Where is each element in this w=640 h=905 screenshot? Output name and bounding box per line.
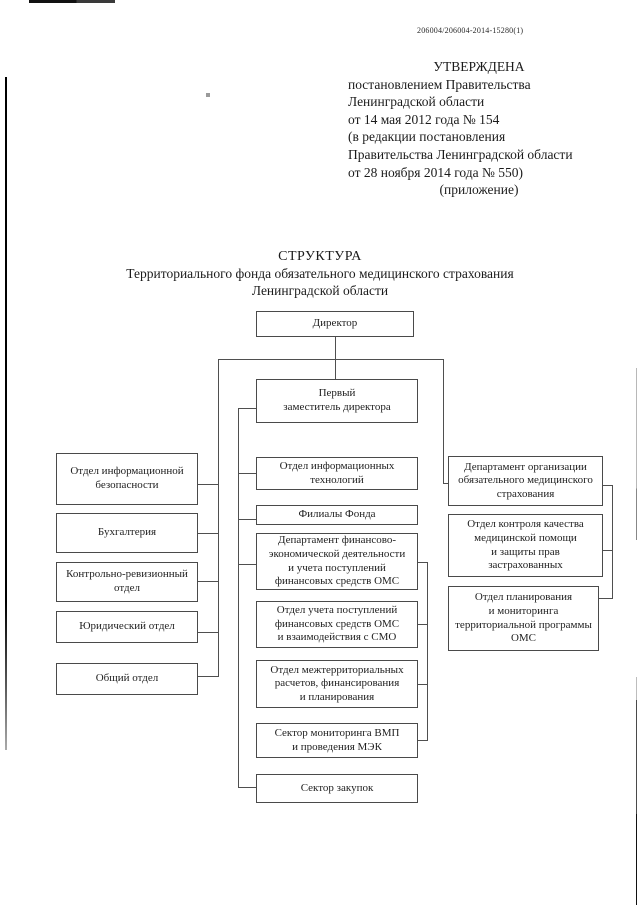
connector-stub-planning [599,598,612,599]
org-box-it-dept: Отдел информационных технологий [256,457,418,490]
scan-artifact-dot [206,93,210,97]
scan-artifact-right-line-lower [636,677,637,905]
org-box-info-security-dept: Отдел информационной безопасности [56,453,198,505]
org-box-label: Департамент финансово- экономической дея… [268,534,406,588]
approval-line: УТВЕРЖДЕНА [433,59,525,74]
org-box-label: Отдел планирования и мониторинга террито… [455,591,592,645]
org-box-receipts-accounting-dept: Отдел учета поступлений финансовых средс… [256,601,418,648]
org-box-label: Филиалы Фонда [298,508,376,521]
org-box-label: Первый заместитель директора [283,387,391,413]
title-line: Территориального фонда обязательного мед… [126,266,514,281]
connector-stub-oms-dept-right [603,485,612,486]
org-box-label: Сектор мониторинга ВМП и проведения МЭК [274,726,400,753]
connector-stub-monitoring-sector [418,740,427,741]
connector-right-vertical [443,359,444,484]
org-box-interterritorial-dept: Отдел межтерриториальных расчетов, финан… [256,660,418,708]
org-box-label: Бухгалтерия [97,526,157,539]
org-box-planning-monitoring-dept: Отдел планирования и мониторинга террито… [448,586,599,651]
connector-left-vertical [218,359,219,677]
org-box-label: Директор [312,317,358,330]
org-box-label: Отдел контроля качества медицинской помо… [467,518,584,572]
org-box-procurement-sector: Сектор закупок [256,774,418,803]
org-box-oms-organization-dept: Департамент организации обязательного ме… [448,456,603,506]
org-box-legal-dept: Юридический отдел [56,611,198,643]
connector-oms-sub-vertical [612,485,613,599]
org-box-general-dept: Общий отдел [56,663,198,695]
org-box-label: Общий отдел [95,672,159,685]
connector-stub-info-security [198,484,218,485]
title-line: СТРУКТУРА [278,249,362,264]
approval-line: от 28 ноября 2014 года № 550) [348,164,524,180]
connector-stub-branches [238,519,256,520]
org-box-fund-branches: Филиалы Фонда [256,505,418,525]
connector-stub-audit [198,581,218,582]
approval-line: Ленинградской области [348,94,485,110]
org-box-quality-control-dept: Отдел контроля качества медицинской помо… [448,514,603,577]
org-box-label: Отдел учета поступлений финансовых средс… [274,604,400,644]
connector-stub-finance-dept [238,564,256,565]
connector-stub-first-deputy [238,408,256,409]
title-line: Ленинградской области [251,283,389,298]
connector-finance-sub-vertical [427,562,428,741]
org-box-label: Отдел информационной безопасности [70,465,184,491]
connector-stub-accounting [198,533,218,534]
scan-artifact-right-line-upper [636,368,637,540]
scan-artifact-left-border [5,77,7,750]
approval-line: (в редакции постановления [348,129,506,145]
approval-stamp: УТВЕРЖДЕНА постановлением Правительства … [348,58,610,199]
org-box-label: Департамент организации обязательного ме… [458,460,593,500]
org-box-control-audit-dept: Контрольно-ревизионный отдел [56,562,198,602]
approval-line: постановлением Правительства [348,76,531,92]
org-box-director: Директор [256,311,414,337]
doc-number: 206004/206004-2014-15280(1) [417,26,524,35]
approval-line: Правительства Ленинградской области [348,146,573,162]
connector-stub-legal [198,632,218,633]
connector-director-down [335,337,336,379]
org-box-label: Контрольно-ревизионный отдел [66,568,188,594]
org-box-first-deputy-director: Первый заместитель директора [256,379,418,423]
org-box-label: Отдел информационных технологий [279,459,395,486]
org-box-finance-economic-dept: Департамент финансово- экономической дея… [256,533,418,590]
approval-line: (приложение) [439,182,519,198]
connector-stub-oms-dept-left [443,483,448,484]
connector-middle-vertical [238,408,239,788]
org-box-label: Отдел межтерриториальных расчетов, финан… [270,663,404,703]
page-title: СТРУКТУРА Территориального фонда обязате… [0,248,640,299]
scan-artifact-top-line [29,0,115,3]
org-box-accounting: Бухгалтерия [56,513,198,553]
connector-stub-it [238,473,256,474]
org-box-label: Юридический отдел [79,620,175,633]
connector-stub-procurement [238,787,257,788]
connector-stub-general [198,676,218,677]
connector-top-horizontal [218,359,444,360]
org-box-vmp-monitoring-sector: Сектор мониторинга ВМП и проведения МЭК [256,723,418,758]
connector-stub-interterritorial [418,684,427,685]
connector-stub-quality-control [603,550,612,551]
org-box-label: Сектор закупок [300,781,374,794]
connector-stub-finance-dept-right [418,562,427,563]
connector-stub-receipts [418,624,427,625]
approval-line: от 14 мая 2012 года № 154 [348,111,500,127]
